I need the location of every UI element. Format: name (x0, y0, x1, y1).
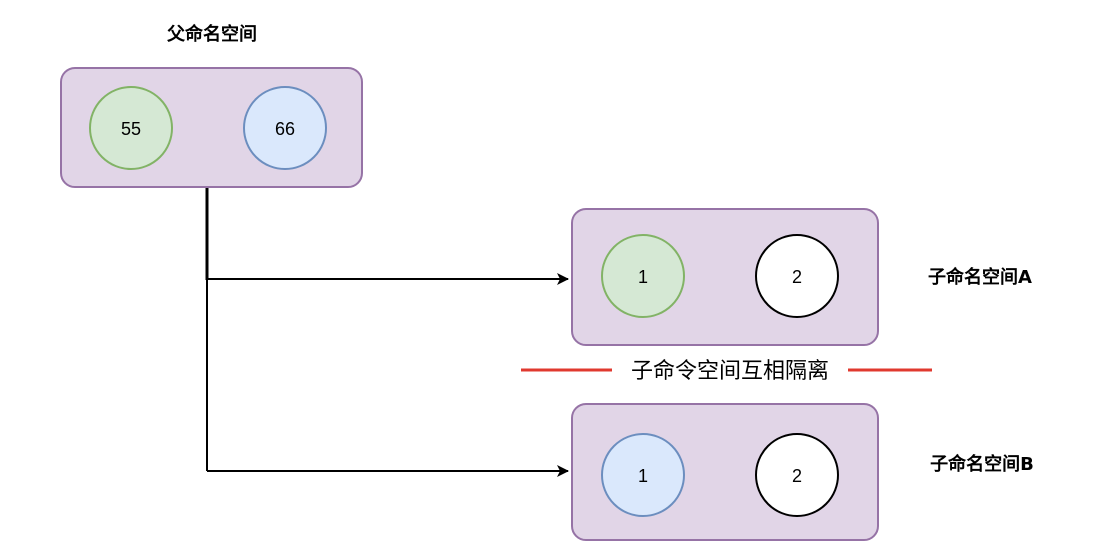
child-a-node-1 (601, 234, 685, 318)
parent-node-55 (89, 86, 173, 170)
child-namespace-a-title: 子命名空间A (928, 266, 1032, 288)
child-namespace-b-title: 子命名空间B (930, 453, 1034, 475)
parent-node-55-label: 55 (121, 119, 141, 139)
isolation-label: 子命令空间互相隔离 (631, 359, 829, 384)
child-b-node-1-label: 1 (638, 466, 648, 486)
child-b-node-2 (755, 433, 839, 517)
child-a-node-2 (755, 234, 839, 318)
child-b-node-1 (601, 433, 685, 517)
child-a-node-2-label: 2 (792, 267, 802, 287)
parent-namespace-title: 父命名空间 (167, 23, 257, 45)
child-b-node-2-label: 2 (792, 466, 802, 486)
parent-node-66-label: 66 (275, 119, 295, 139)
child-a-node-1-label: 1 (638, 267, 648, 287)
parent-node-66 (243, 86, 327, 170)
